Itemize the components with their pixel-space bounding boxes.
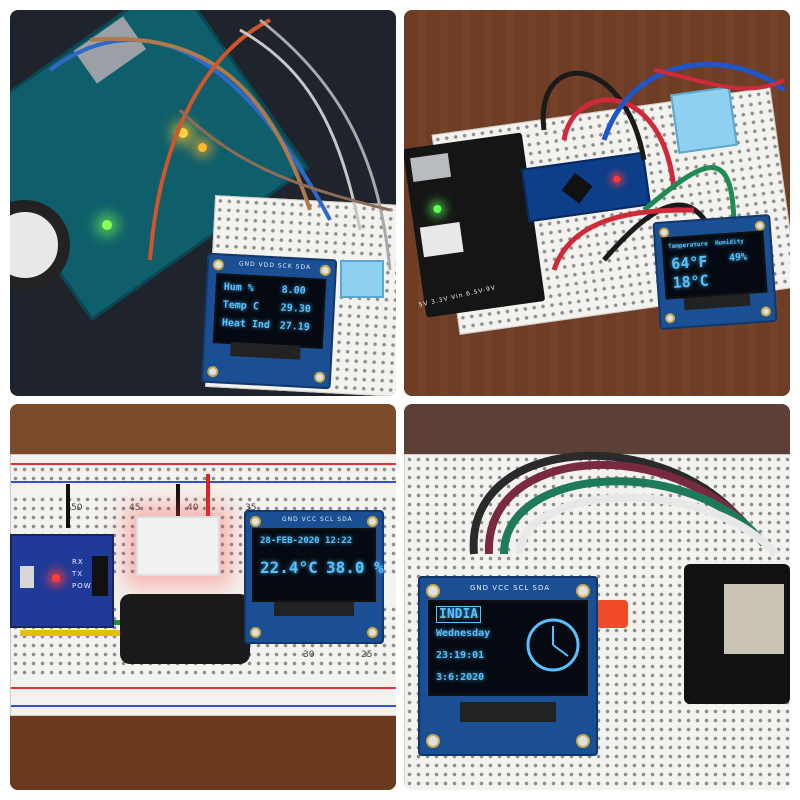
status-led-green: [102, 220, 112, 230]
dht-sensor: [136, 516, 220, 576]
oled-row-label: Temp C: [222, 299, 260, 313]
rail-holes: [11, 465, 396, 481]
oled-screen: 28-FEB-2020 12:22 22.4°C 38.0 %: [252, 528, 384, 602]
arduino-dht-oled-photo: GND VDD SCK SDA Hum % 8.00 Temp C 29.30 …: [10, 10, 396, 396]
black-module: [120, 594, 250, 664]
breadboard-number: 25: [361, 650, 373, 660]
oled-humidity: 49%: [728, 251, 748, 264]
oled-temperature: 22.4°C: [260, 558, 318, 577]
breadboard-number: 50: [71, 503, 83, 513]
oled-time: 23:19:01: [436, 650, 485, 661]
board-label-tx: TX: [72, 570, 84, 578]
oled-pin-header: GND VCC SCL SDA: [470, 584, 551, 592]
button: [20, 566, 34, 588]
rail-red: [11, 463, 396, 465]
oled-ribbon: [460, 702, 556, 722]
oled-module: Temperature Humidity 64°F 49% 18°C: [652, 214, 778, 330]
oled-row-label: Hum %: [223, 281, 255, 295]
board-label-pow: POW: [72, 582, 92, 590]
mount-hole: [426, 734, 440, 748]
oled-screen: INDIA Wednesday 23:19:01 3:6:2020: [428, 600, 588, 696]
dht-sensor: [340, 260, 384, 298]
jumper-wire: [176, 484, 180, 528]
oled-header: Temperature Humidity: [667, 237, 745, 251]
breadboard-oled-datetime-photo: 50 45 40 35 30 25 RX TX POW GND VCC SCL …: [10, 404, 396, 790]
rail-blue: [11, 705, 396, 707]
wires: [48, 18, 392, 271]
breadboard-number: 40: [187, 503, 199, 513]
mount-hole: [250, 627, 261, 638]
mount-hole: [250, 516, 261, 527]
oled-date: 3:6:2020: [436, 672, 485, 683]
mount-hole: [664, 312, 676, 324]
oled-row-label: Heat Ind: [221, 317, 271, 332]
esp-board: [684, 564, 790, 704]
oled-row-value: 27.19: [279, 320, 311, 334]
oled-row-value: 29.30: [280, 302, 312, 316]
red-component: [596, 600, 628, 628]
status-led-yellow: [178, 128, 188, 138]
mount-hole: [367, 627, 378, 638]
oled-pin-header: GND VCC SCL SDA: [282, 516, 353, 523]
oled-screen: Temperature Humidity 64°F 49% 18°C: [661, 230, 768, 300]
oled-module: GND VCC SCL SDA 28-FEB-2020 12:22 22.4°C…: [244, 510, 384, 644]
oled-screen: Hum % 8.00 Temp C 29.30 Heat Ind 27.19: [212, 273, 327, 349]
nano-dht-oled-photo: 5V 3.3V Vin 6.5V-9V Temperature Humidity…: [404, 10, 790, 396]
mount-hole: [576, 734, 590, 748]
esp-module: [724, 584, 784, 654]
oled-pin-header: GND VDD SCK SDA: [238, 260, 312, 272]
mount-hole: [760, 306, 772, 317]
wood-table: [10, 714, 396, 790]
oled-country: INDIA: [436, 606, 482, 623]
oled-module: GND VDD SCK SDA Hum % 8.00 Temp C 29.30 …: [200, 252, 338, 390]
wires: [540, 61, 786, 271]
oled-temp-f: 64°F: [670, 252, 709, 274]
oled-humidity: 38.0 %: [326, 558, 384, 577]
pin-header: [92, 556, 108, 596]
analog-clock-icon: [526, 618, 580, 672]
mount-hole: [206, 365, 219, 378]
jumper-wire: [66, 484, 70, 528]
oled-day: Wednesday: [436, 628, 491, 639]
mount-hole: [313, 371, 326, 384]
esp-oled-clock-photo: GND VCC SCL SDA INDIA Wednesday 23:19:01…: [404, 404, 790, 790]
board-label-rx: RX: [72, 558, 84, 566]
rail-red: [11, 687, 396, 689]
oled-row-value: 8.00: [281, 284, 306, 297]
breadboard-number: 45: [129, 503, 141, 513]
mount-hole: [426, 584, 440, 598]
jumper-wire: [206, 474, 210, 524]
mount-hole: [367, 516, 378, 527]
mount-hole: [754, 220, 766, 232]
mount-hole: [212, 258, 225, 271]
rail-blue: [11, 481, 396, 483]
mount-hole: [319, 264, 332, 277]
mount-hole: [576, 584, 590, 598]
breadboard-number: 30: [303, 650, 315, 660]
oled-ribbon: [230, 342, 301, 360]
rtc-board: RX TX POW: [10, 534, 114, 628]
oled-datetime: 28-FEB-2020 12:22: [260, 536, 353, 546]
oled-ribbon: [274, 602, 354, 616]
wires: [469, 451, 779, 557]
power-led: [52, 574, 60, 582]
breadboard-number: 35: [245, 503, 257, 513]
oled-temp-c: 18°C: [672, 271, 710, 292]
status-led-yellow-2: [198, 143, 207, 152]
oled-module: GND VCC SCL SDA INDIA Wednesday 23:19:01…: [418, 576, 598, 756]
